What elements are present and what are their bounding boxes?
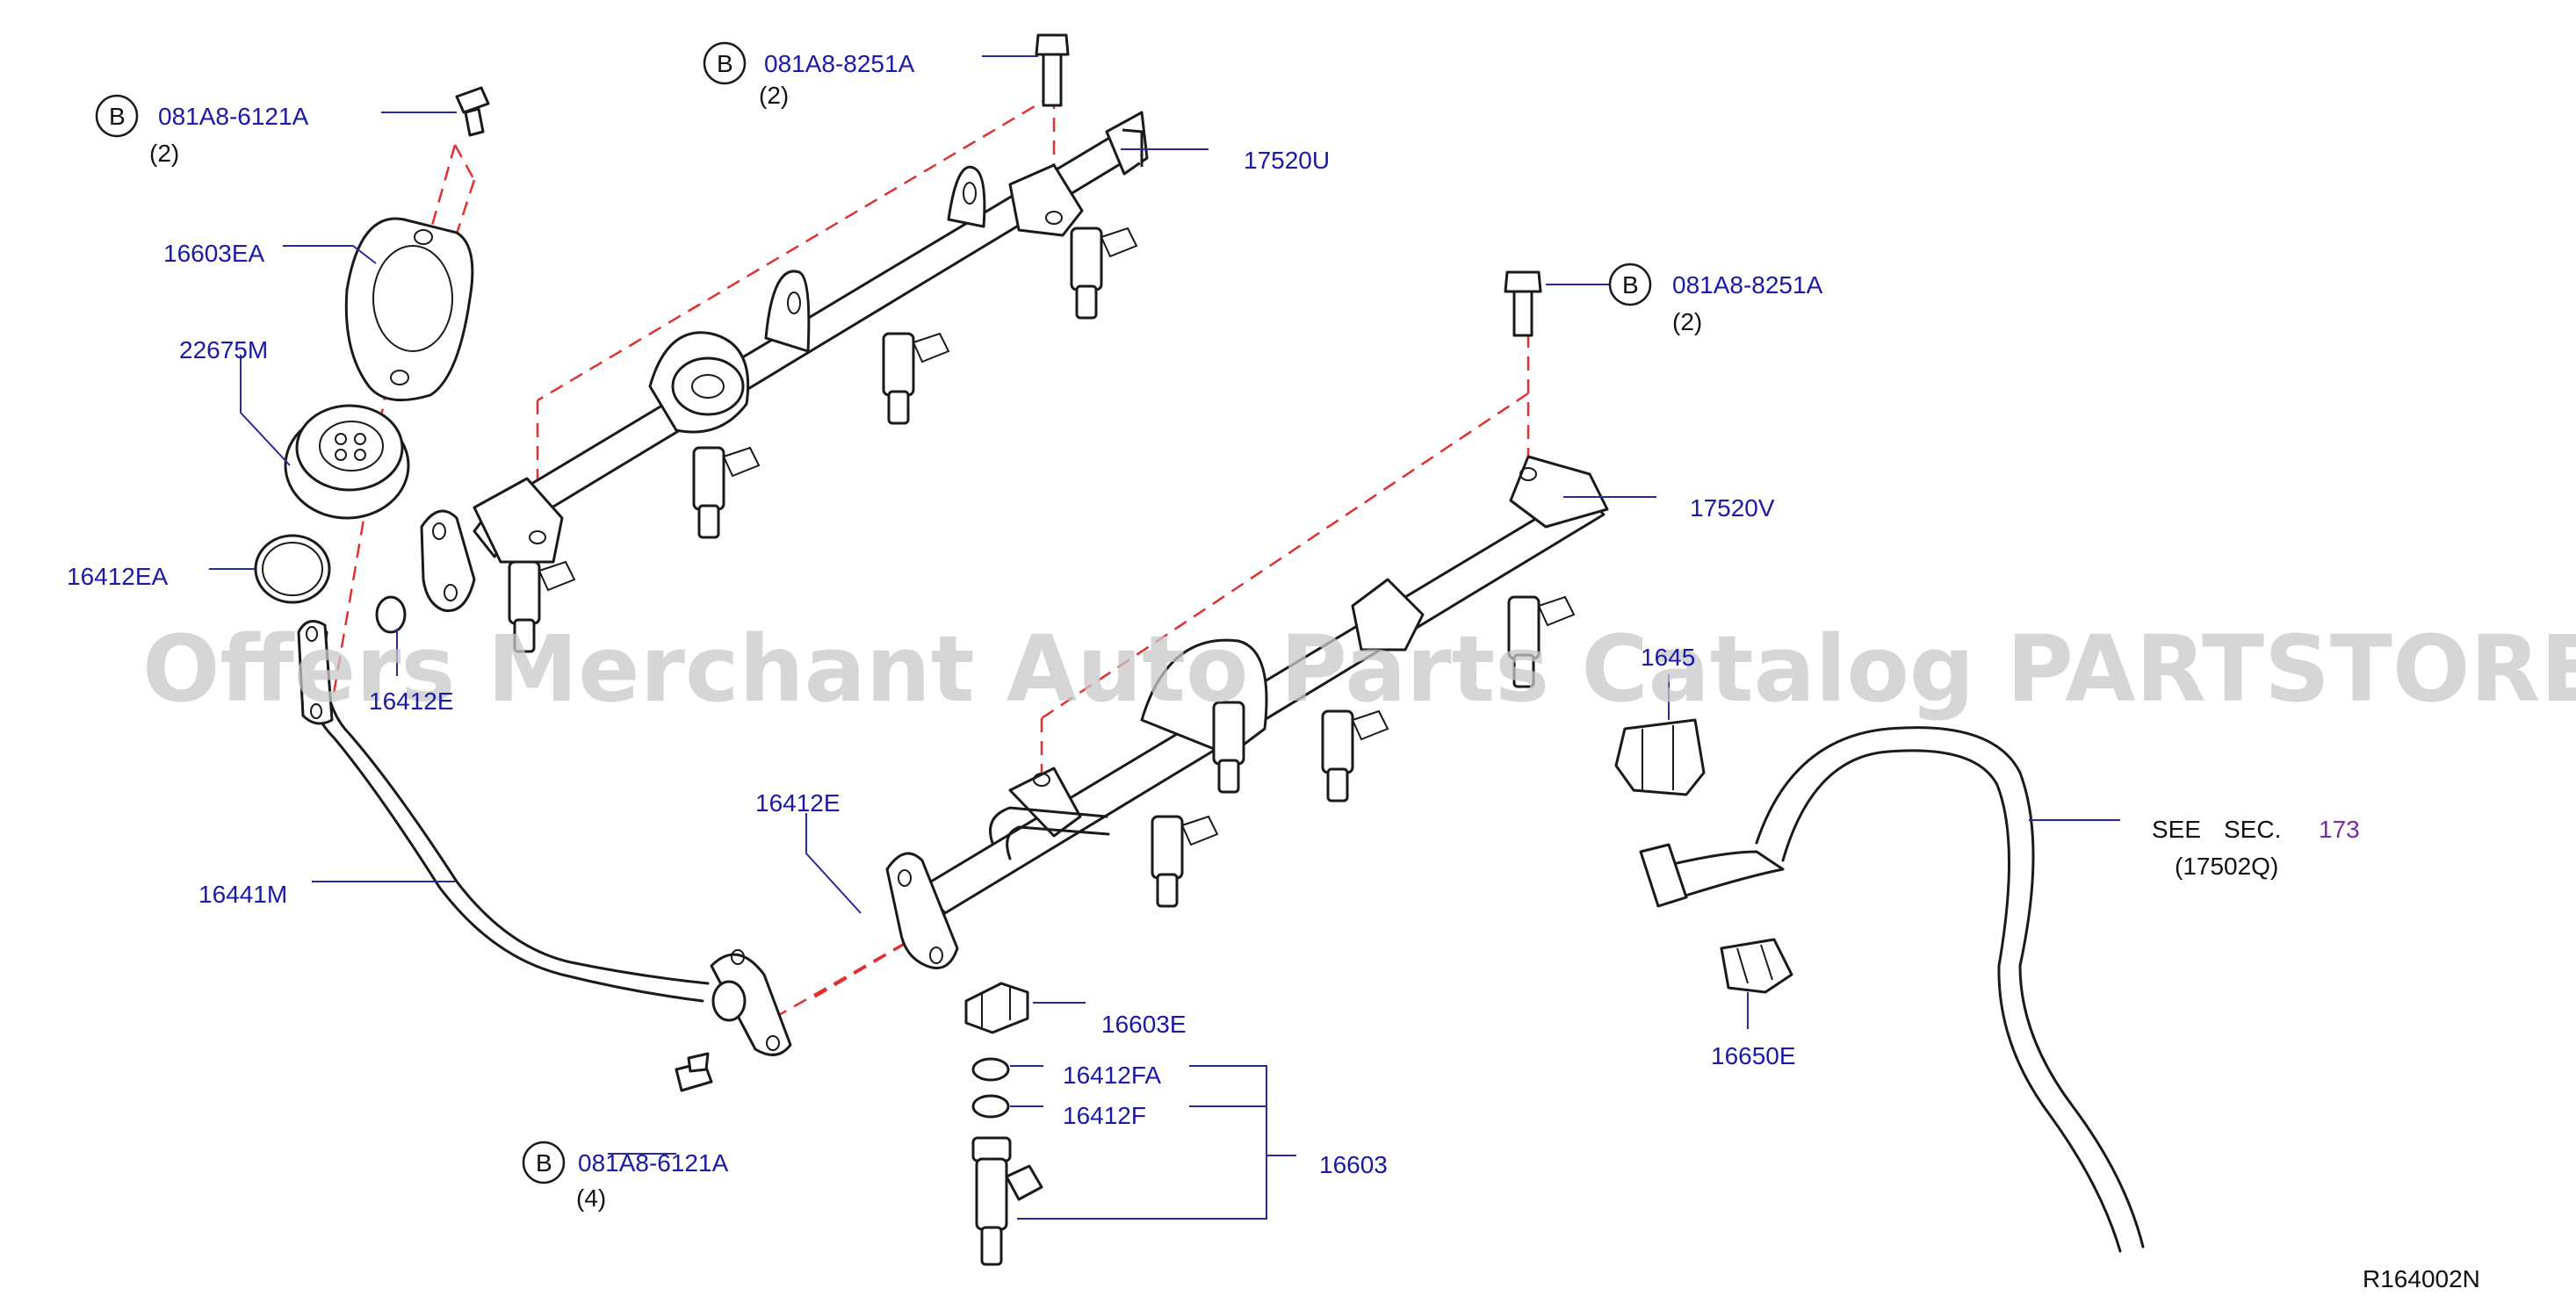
injector-lower-3 (1507, 595, 1576, 688)
bolt-symbol: B (109, 103, 126, 130)
bolt-top-left (455, 86, 490, 137)
label-16412E-left: 16412E (369, 687, 454, 715)
label-1645x: 1645 (1641, 644, 1695, 671)
bolt-symbol-circle (522, 1141, 566, 1184)
bolt-top-center (1035, 33, 1070, 107)
bolt-symbol: B (1622, 271, 1639, 299)
label-16603EA: 16603EA (163, 240, 265, 267)
label-17520U: 17520U (1244, 147, 1330, 174)
gasket-16603EA (344, 217, 474, 402)
injector-upper-4 (1070, 227, 1138, 320)
qty-081A8-8251A-top: (2) (759, 82, 789, 109)
o-ring-16412E-left (375, 595, 407, 634)
label-16412FA: 16412FA (1063, 1062, 1161, 1089)
see-text: SEE (2152, 816, 2201, 843)
bolt-symbol-circle (1608, 263, 1652, 306)
label-16650E: 16650E (1711, 1042, 1796, 1069)
see-sec-ref: (17502Q) (2175, 853, 2278, 880)
injector-lower-4 (1212, 701, 1245, 794)
fuel-rail-upper (420, 111, 1149, 653)
label-081A8-6121A-bottom: 081A8-6121A (578, 1149, 729, 1177)
see-sec-number[interactable]: 173 (2319, 816, 2360, 843)
bolt-symbol: B (536, 1149, 552, 1177)
label-16412EA: 16412EA (67, 563, 169, 590)
bolt-symbol-circle (95, 94, 139, 138)
diagram-id: R164002N (2363, 1265, 2480, 1292)
qty-081A8-8251A-right: (2) (1672, 308, 1702, 335)
label-16412E-center: 16412E (755, 789, 841, 817)
fuel-rail-lower (885, 455, 1609, 969)
fuel-feed-tube-16441M (297, 620, 792, 1056)
label-16412F: 16412F (1063, 1102, 1146, 1129)
qty-081A8-6121A-bottom: (4) (576, 1184, 606, 1212)
label-081A8-6121A-top: 081A8-6121A (158, 103, 309, 130)
fuel-hose-17502Q (1639, 726, 2145, 1253)
clip-1645x (1614, 718, 1706, 796)
clip-16650E (1720, 938, 1793, 994)
label-22675M: 22675M (179, 336, 268, 364)
injector-lower-2 (1321, 709, 1389, 803)
injector-lower-1 (1151, 815, 1219, 908)
injector-upper-3 (882, 332, 950, 425)
label-081A8-8251A-right: 081A8-8251A (1672, 271, 1823, 299)
watermark: Offers Merchant Auto Parts Catalog PARTS… (142, 616, 2576, 723)
o-ring-16412EA (254, 534, 331, 604)
label-081A8-8251A-top: 081A8-8251A (764, 50, 915, 77)
qty-081A8-6121A-top: (2) (149, 140, 179, 167)
label-16441M: 16441M (198, 881, 287, 908)
injector-upper-1 (508, 560, 576, 653)
label-16603: 16603 (1319, 1151, 1388, 1178)
damper-16603E (964, 982, 1029, 1034)
o-ring-16412F (971, 1094, 1010, 1119)
o-ring-16412FA (971, 1057, 1010, 1082)
injector-upper-2 (692, 446, 761, 539)
leader-lines (209, 55, 2120, 1220)
label-17520V: 17520V (1690, 494, 1775, 522)
label-16603E: 16603E (1101, 1011, 1187, 1038)
injector-16603 (971, 1136, 1043, 1266)
bolt-symbol: B (717, 50, 733, 77)
bolt-symbol-circle (703, 41, 747, 85)
bolt-right (1504, 270, 1542, 337)
bolt-bottom (675, 1052, 713, 1092)
sec-text: SEC. (2224, 816, 2281, 843)
pressure-regulator-22675M (284, 404, 410, 520)
